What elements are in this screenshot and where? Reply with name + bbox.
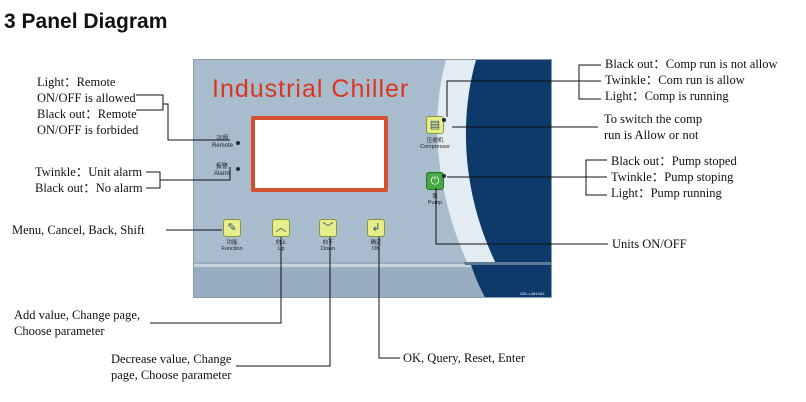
add-text-1: Add value, Change page, <box>14 308 141 322</box>
pump-label-cn: 泵 <box>432 194 438 200</box>
compressor-icon: ▤ <box>429 118 441 131</box>
pump-text-1: Black out：Pump stoped <box>611 154 737 168</box>
decrease-text-2: page, Choose parameter <box>111 368 232 382</box>
comp-text-3: Light：Comp is running <box>605 89 729 103</box>
down-button[interactable]: ﹀ <box>319 219 337 237</box>
display-screen-glass <box>255 120 384 188</box>
pump-button[interactable]: ⏻ <box>426 172 444 190</box>
up-label-en: Up <box>277 246 285 252</box>
compressor-button-label: 压缩机 Compressor <box>420 138 450 150</box>
pump-button-label: 泵 Pump <box>420 194 450 206</box>
pump-text-3: Light：Pump running <box>611 186 722 200</box>
remote-led <box>236 141 240 145</box>
function-label-en: Function <box>221 246 243 252</box>
down-button-label: 向下 Down <box>314 240 342 252</box>
enter-icon: ↲ <box>371 221 381 234</box>
switch-annotation: To switch the comp run is Allow or not <box>604 111 702 143</box>
ok-label-en: OK <box>372 246 380 252</box>
up-button[interactable]: ︿ <box>272 219 290 237</box>
function-icon: ✎ <box>227 221 237 234</box>
model-code: SDL-LAH-NI2 <box>520 291 545 296</box>
alarm-text-1: Twinkle：Unit alarm <box>35 165 143 179</box>
menu-annotation: Menu, Cancel, Back, Shift <box>12 223 145 237</box>
pump-label-en: Pump <box>427 200 443 206</box>
chevron-down-icon: ﹀ <box>322 221 334 234</box>
decrease-text-1: Decrease value, Change <box>111 352 232 366</box>
comp-annotation: Black out：Comp run is not allow Twinkle：… <box>605 56 778 104</box>
down-label-en: Down <box>320 246 336 252</box>
compressor-button[interactable]: ▤ <box>426 116 444 134</box>
chiller-panel: Industrial Chiller 远程 Remote 报警 Alarm ▤ … <box>193 59 552 298</box>
ok-annotation: OK, Query, Reset, Enter <box>403 351 526 365</box>
pump-text-2: Twinkle：Pump stoping <box>611 170 734 184</box>
add-text-2: Choose parameter <box>14 324 105 338</box>
comp-bracket-line <box>578 64 601 100</box>
function-button-label: 功能 Function <box>218 240 246 252</box>
pump-bracket-line <box>585 159 607 196</box>
alarm-bracket-line <box>146 171 161 189</box>
function-button[interactable]: ✎ <box>223 219 241 237</box>
switch-text-1: To switch the comp <box>604 112 703 126</box>
display-screen <box>251 116 388 192</box>
compressor-label-cn: 压缩机 <box>426 138 444 144</box>
remote-annotation: Light：Remote ON/OFF is allowed Black out… <box>37 74 138 138</box>
panel-title: Industrial Chiller <box>212 75 410 103</box>
ok-button-label: 确定 OK <box>362 240 390 252</box>
remote-text-1: Light：Remote <box>37 75 116 89</box>
alarm-label-cn: 报警 <box>215 164 228 170</box>
decrease-annotation: Decrease value, Change page, Choose para… <box>111 351 231 383</box>
add-annotation: Add value, Change page, Choose parameter <box>14 307 140 339</box>
alarm-annotation: Twinkle：Unit alarm Black out：No alarm <box>35 164 143 196</box>
remote-bracket-line <box>136 94 164 111</box>
comp-text-2: Twinkle：Com run is allow <box>605 73 745 87</box>
compressor-led <box>442 118 446 122</box>
remote-text-2: ON/OFF is allowed <box>37 91 136 105</box>
switch-text-2: run is Allow or not <box>604 128 699 142</box>
alarm-indicator-label: 报警 Alarm <box>214 164 230 178</box>
compressor-label-en: Compressor <box>420 144 450 150</box>
section-heading: 3 Panel Diagram <box>4 10 168 33</box>
units-annotation: Units ON/OFF <box>612 237 687 251</box>
chevron-up-icon: ︿ <box>275 221 287 234</box>
remote-text-4: ON/OFF is forbided <box>37 123 139 137</box>
remote-indicator-label: 远程 Remote <box>212 136 233 150</box>
power-icon: ⏻ <box>430 174 440 187</box>
up-button-label: 向上 Up <box>267 240 295 252</box>
ok-label-cn: 确定 <box>370 240 382 246</box>
alarm-text-2: Black out：No alarm <box>35 181 143 195</box>
pump-led <box>442 174 446 178</box>
alarm-led <box>236 167 240 171</box>
remote-label-en: Remote <box>212 143 234 149</box>
alarm-label-en: Alarm <box>214 171 230 177</box>
comp-text-1: Black out：Comp run is not allow <box>605 57 778 71</box>
remote-text-3: Black out：Remote <box>37 107 137 121</box>
pump-annotation: Black out：Pump stoped Twinkle：Pump stopi… <box>611 153 737 201</box>
ok-button[interactable]: ↲ <box>367 219 385 237</box>
remote-label-cn: 远程 <box>216 136 229 142</box>
